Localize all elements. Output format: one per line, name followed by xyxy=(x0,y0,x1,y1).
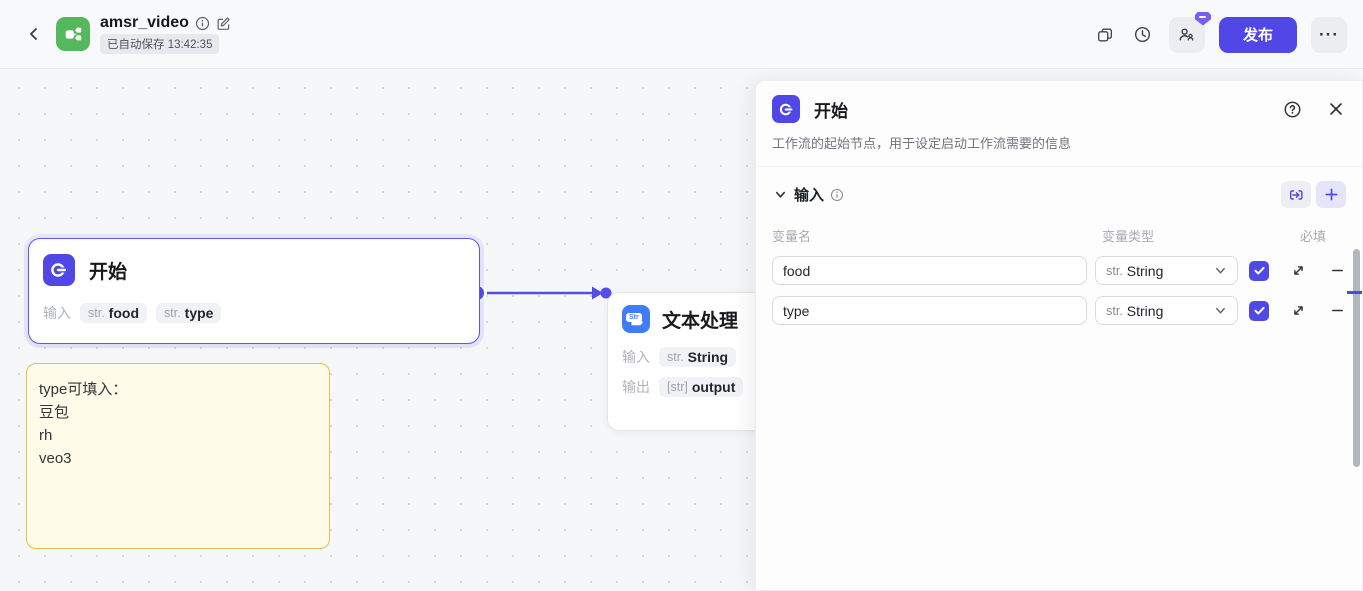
node-start-header: 开始 xyxy=(29,239,479,286)
info-icon[interactable] xyxy=(195,16,210,31)
str-badge: Str xyxy=(626,313,642,322)
text-processing-icon: Str xyxy=(622,305,650,333)
required-checkbox[interactable] xyxy=(1249,300,1269,321)
column-variable-name: 变量名 xyxy=(772,229,812,244)
collapse-section-button[interactable] xyxy=(772,187,788,203)
variable-type-select[interactable]: str. String xyxy=(1095,296,1239,325)
workflow-title: amsr_video xyxy=(100,14,189,31)
node-text-processing[interactable]: Str 文本处理 输入 str.String 输出 [str]output xyxy=(607,292,782,431)
node-start[interactable]: 开始 输入 str.food str.type xyxy=(28,238,480,344)
minus-icon xyxy=(1331,269,1343,272)
node-text-input-row: 输入 str.String xyxy=(608,347,781,367)
node-start-title: 开始 xyxy=(89,261,128,283)
variable-type-select[interactable]: str. String xyxy=(1095,256,1239,285)
help-icon xyxy=(1284,101,1300,117)
chevron-down-icon xyxy=(775,191,785,198)
remove-variable-button[interactable] xyxy=(1328,302,1346,320)
chevron-down-icon xyxy=(1214,304,1227,317)
input-label: 输入 xyxy=(43,305,71,321)
edit-icon[interactable] xyxy=(216,16,231,31)
variable-table-headers: 变量名 变量类型 必填 xyxy=(756,226,1362,245)
autosave-badge: 已自动保存 13:42:35 xyxy=(100,34,220,54)
input-section-header: 输入 xyxy=(756,167,1362,208)
variable-row: str. String xyxy=(756,256,1362,285)
check-icon xyxy=(1253,266,1265,275)
back-button[interactable] xyxy=(22,22,46,46)
history-icon xyxy=(1135,26,1151,43)
history-button[interactable] xyxy=(1131,23,1155,47)
panel-description: 工作流的起始节点，用于设定启动工作流需要的信息 xyxy=(756,123,1362,167)
node-text-header: Str 文本处理 xyxy=(608,293,781,333)
minus-icon xyxy=(1331,309,1343,312)
duplicate-button[interactable] xyxy=(1093,23,1117,47)
variable-name-input[interactable] xyxy=(772,256,1088,285)
remove-variable-button[interactable] xyxy=(1328,262,1346,280)
top-bar: amsr_video 已自动保存 13:42:35 xyxy=(0,0,1363,69)
node-text-output-row: 输出 [str]output xyxy=(608,377,781,397)
plus-icon xyxy=(1325,188,1337,201)
top-bar-actions: 发布 ··· xyxy=(1093,0,1347,69)
more-button[interactable]: ··· xyxy=(1311,16,1347,53)
node-config-panel: 开始 工作流的起始节点，用于设定启动工作流需要的信息 xyxy=(755,80,1363,591)
start-icon xyxy=(772,95,800,123)
column-variable-type: 变量类型 xyxy=(1102,229,1155,244)
variable-pill: str.food xyxy=(80,303,147,323)
section-info-icon[interactable] xyxy=(830,188,844,202)
expand-icon xyxy=(1294,306,1303,315)
scrollbar-marker xyxy=(1347,291,1362,294)
help-button[interactable] xyxy=(1282,99,1302,119)
variable-pill: str.String xyxy=(659,347,737,367)
expand-variable-button[interactable] xyxy=(1290,262,1308,280)
panel-scrollbar[interactable] xyxy=(1353,249,1360,467)
title-block: amsr_video 已自动保存 13:42:35 xyxy=(100,14,231,54)
start-icon xyxy=(43,254,75,286)
chevron-down-icon xyxy=(1214,264,1227,277)
input-section-label: 输入 xyxy=(794,187,825,204)
chevron-left-icon xyxy=(30,28,37,40)
copy-icon xyxy=(1098,27,1112,42)
sticky-note[interactable]: type可填入： 豆包 rh veo3 xyxy=(26,363,330,549)
publish-button[interactable]: 发布 xyxy=(1218,16,1297,53)
check-icon xyxy=(1253,306,1265,315)
node-start-inputs: 输入 str.food str.type xyxy=(29,303,479,323)
column-required: 必填 xyxy=(1300,229,1327,244)
variable-row: str. String xyxy=(756,296,1362,325)
expand-icon xyxy=(1294,266,1303,275)
close-panel-button[interactable] xyxy=(1326,99,1346,119)
variable-pill: [str]output xyxy=(659,377,744,397)
workflow-logo-icon xyxy=(56,17,90,51)
collaboration-badge xyxy=(1194,11,1211,26)
expand-variable-button[interactable] xyxy=(1290,302,1308,320)
import-json-button[interactable] xyxy=(1281,181,1311,208)
collaboration-icon xyxy=(1180,28,1194,41)
variable-pill: str.type xyxy=(156,303,222,323)
variable-name-input[interactable] xyxy=(772,296,1088,325)
collaboration-button[interactable] xyxy=(1168,11,1211,53)
close-icon xyxy=(1330,103,1342,115)
required-checkbox[interactable] xyxy=(1249,260,1269,281)
import-icon xyxy=(1289,189,1303,200)
add-variable-button[interactable] xyxy=(1316,181,1346,208)
panel-title: 开始 xyxy=(814,101,848,121)
panel-header: 开始 xyxy=(756,81,1362,123)
node-text-title: 文本处理 xyxy=(662,310,739,332)
